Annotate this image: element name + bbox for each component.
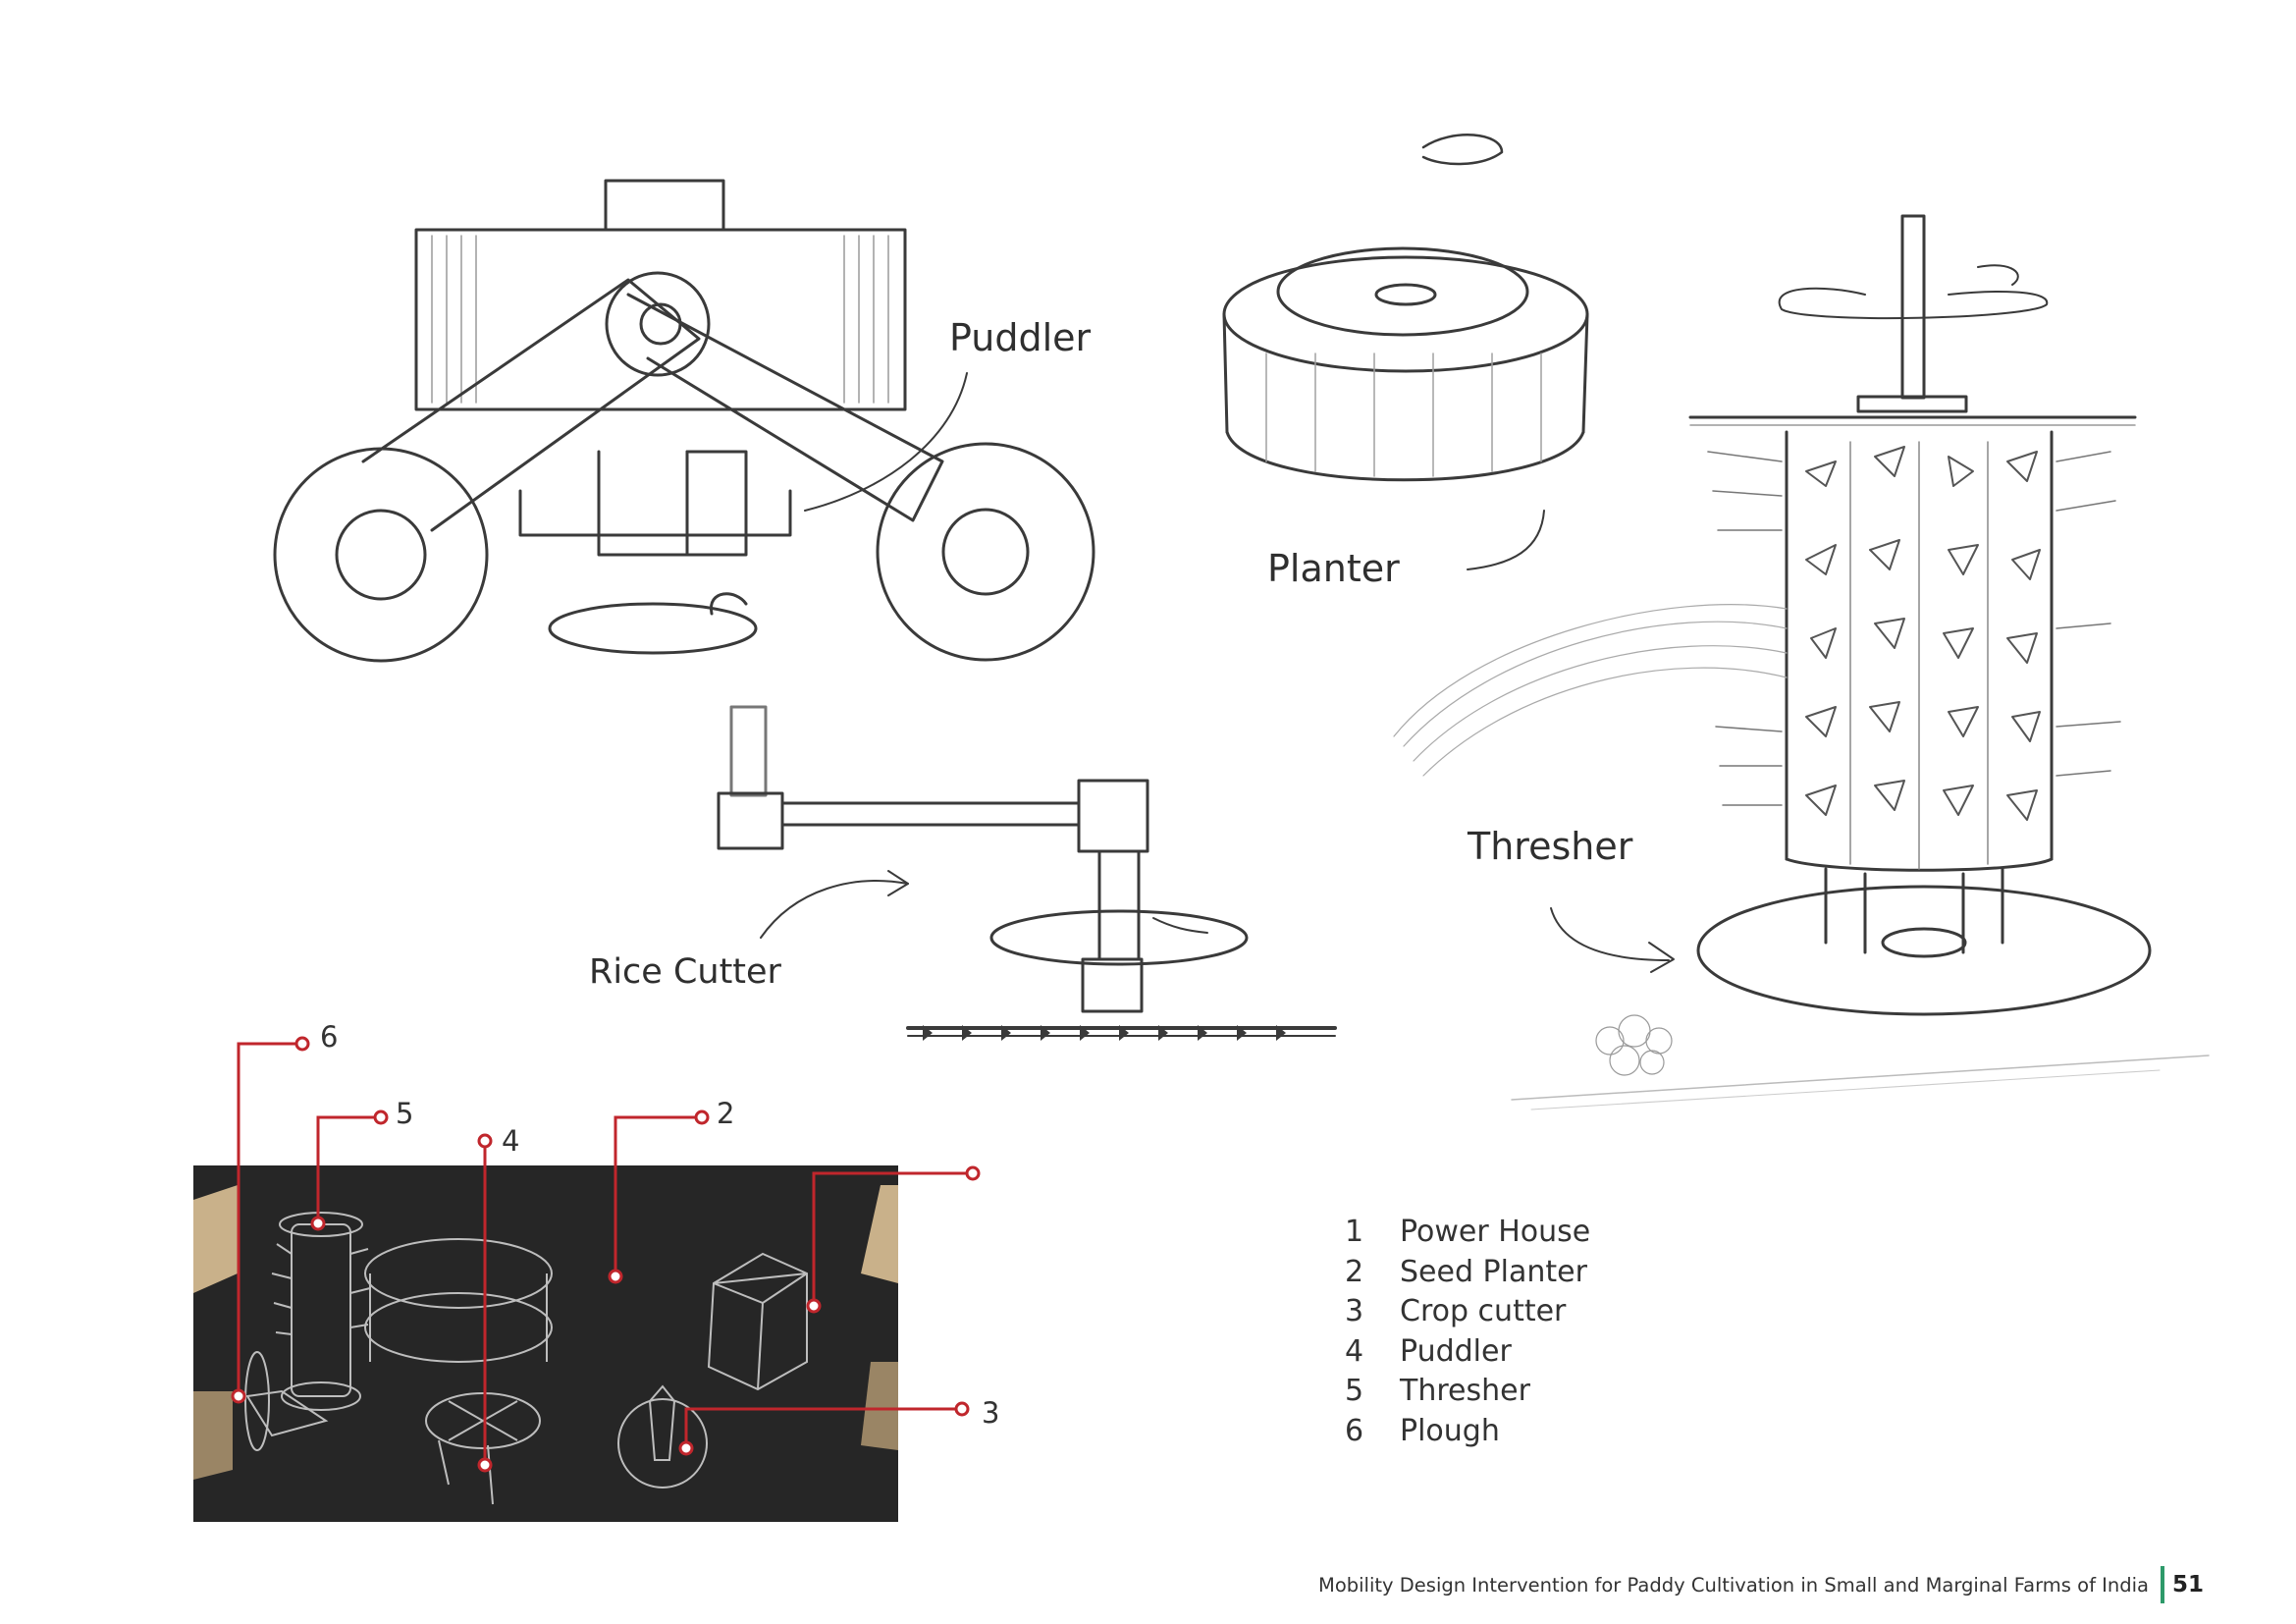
callout-line-1 <box>812 1171 973 1306</box>
callout-number-5: 5 <box>396 1097 414 1130</box>
callout-line-6 <box>237 1042 302 1396</box>
callout-number-6: 6 <box>320 1020 339 1054</box>
legend-item: 1 Power House <box>1345 1215 1590 1255</box>
label-rice-cutter: Rice Cutter <box>589 952 781 992</box>
page-footer: Mobility Design Intervention for Paddy C… <box>1306 1564 2204 1605</box>
planter-sketch <box>1222 134 1589 570</box>
label-thresher: Thresher <box>1468 825 1633 868</box>
callout-line-5 <box>316 1115 381 1223</box>
legend-number: 4 <box>1345 1333 1364 1369</box>
legend-number: 3 <box>1345 1294 1364 1328</box>
callout-number-3: 3 <box>982 1396 1000 1430</box>
legend-number: 2 <box>1345 1254 1364 1289</box>
legend-number: 5 <box>1345 1374 1364 1408</box>
callout-line-3 <box>684 1407 962 1448</box>
thresher-sketch <box>1393 214 2210 1110</box>
legend-item: 2 Seed Planter <box>1345 1255 1590 1295</box>
legend-number: 1 <box>1345 1215 1364 1249</box>
legend-item: 5 Thresher <box>1345 1374 1590 1414</box>
legend-item: 4 Puddler <box>1345 1334 1590 1375</box>
component-legend: 1 Power House 2 Seed Planter 3 Crop cutt… <box>1345 1215 1590 1453</box>
callout-number-2: 2 <box>717 1097 735 1130</box>
legend-label: Thresher <box>1400 1374 1530 1408</box>
footer-divider <box>2160 1566 2164 1603</box>
legend-label: Crop cutter <box>1400 1294 1567 1328</box>
legend-number: 6 <box>1345 1413 1364 1448</box>
footer-title: Mobility Design Intervention for Paddy C… <box>1318 1573 2149 1597</box>
page-number: 51 <box>2171 1572 2204 1597</box>
legend-label: Power House <box>1400 1215 1591 1249</box>
legend-label: Plough <box>1400 1413 1500 1448</box>
label-puddler: Puddler <box>949 316 1092 359</box>
legend-label: Seed Planter <box>1400 1254 1587 1289</box>
legend-label: Puddler <box>1400 1333 1512 1369</box>
callout-number-4: 4 <box>502 1124 520 1158</box>
puddler-sketch <box>273 179 1095 663</box>
legend-item: 6 Plough <box>1345 1414 1590 1454</box>
legend-item: 3 Crop cutter <box>1345 1294 1590 1334</box>
callout-line-2 <box>614 1115 702 1276</box>
rice-cutter-sketch <box>717 705 1337 1041</box>
label-planter: Planter <box>1267 547 1400 590</box>
